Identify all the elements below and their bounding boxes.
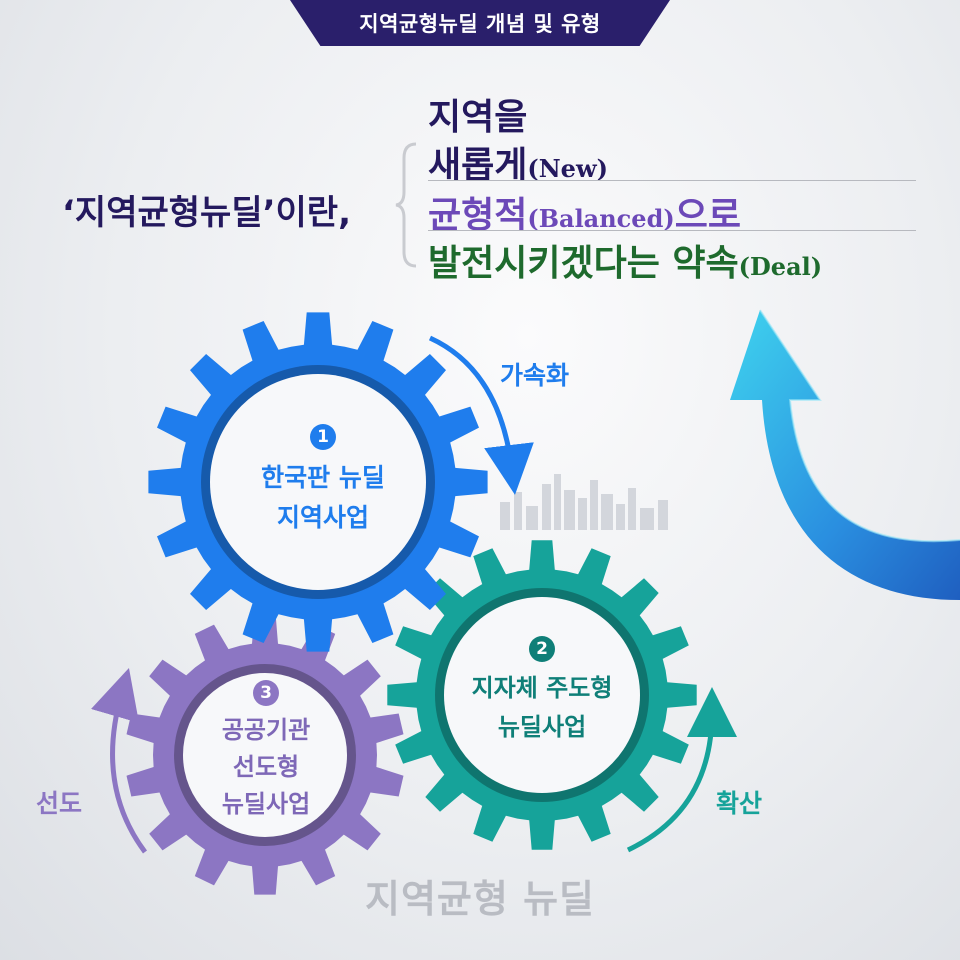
lead-arrow-icon [91,667,148,854]
intro-line-3: 균형적(Balanced)으로 [428,195,741,236]
spread-label: 확산 [716,789,763,818]
separator-line [428,180,916,181]
gear-1-label: 1 한국판 뉴딜 지역사업 [238,424,408,534]
gear-3-line-3: 뉴딜사업 [221,790,311,818]
intro-lead: ‘지역균형뉴딜’이란, [62,193,351,233]
gear-3-number: 3 [253,680,279,706]
gear-1-number: 1 [310,424,336,450]
gear-3-line-1: 공공기관 [221,716,311,744]
gear-center-disc [444,597,640,793]
gear-center-disc [210,374,426,590]
intro-line-4: 발전시키겠다는 약속(Deal) [428,243,823,284]
gear-local-government [387,540,697,850]
separator-line [428,230,916,231]
gear-1-line-1: 한국판 뉴딜 [261,463,385,492]
watermark-text: 지역균형 뉴딜 [365,877,595,921]
gear-public-institution [126,615,404,895]
gear-2-line-1: 지자체 주도형 [471,674,613,702]
header-banner: 지역균형뉴딜 개념 및 유형 [290,0,670,46]
gear-2-number: 2 [529,636,555,662]
header-title: 지역균형뉴딜 개념 및 유형 [359,12,601,36]
gear-2-label: 2 지자체 주도형 뉴딜사업 [452,636,632,742]
accelerate-arrow-icon [428,335,534,495]
gear-1-line-2: 지역사업 [276,503,369,532]
lead-label: 선도 [36,789,83,818]
gear-2-line-2: 뉴딜사업 [497,713,587,741]
gear-3-label: 3 공공기관 선도형 뉴딜사업 [196,680,336,819]
gear-3-line-2: 선도형 [232,753,300,781]
gear-center-disc [183,673,347,837]
intro-line-2: 새롭게(New) [428,145,608,186]
spread-arrow-icon [626,687,737,853]
growth-arrow-icon [730,309,960,600]
brace-decoration [395,142,417,268]
gear-korean-new-deal [148,312,488,652]
intro-line-1: 지역을 [428,97,528,138]
accelerate-label: 가속화 [500,361,570,390]
city-skyline-decoration [500,474,668,530]
